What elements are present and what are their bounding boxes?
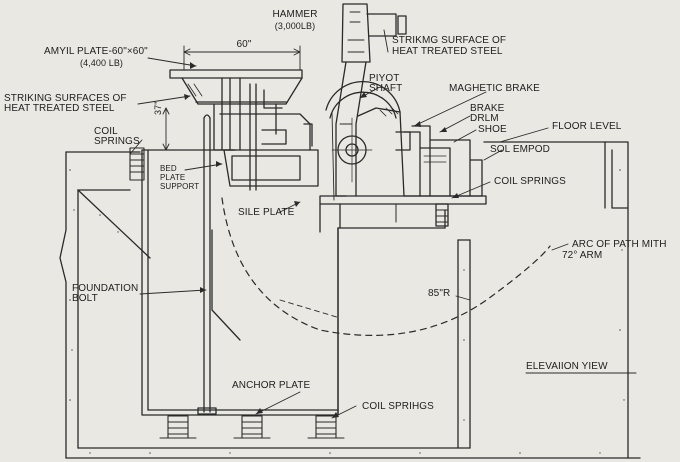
striking-surface-top-label-1: STRIKMG SURFACE OF (392, 35, 507, 46)
hammer-label: HAMMER (272, 9, 318, 20)
arc-path (221, 197, 551, 336)
dimension-37-label: 37" (153, 101, 163, 115)
pivot-shaft-label-2: SHAFT (369, 83, 403, 94)
arc-path-label-1: ARC OF PATH MITH (572, 239, 667, 250)
elevation-view-title: ELEVAIION YIEW (526, 361, 608, 372)
brake-drum-label-2: DRLM (470, 113, 499, 124)
dimension-60-label: 60" (236, 39, 252, 50)
hammer-assembly (331, 3, 407, 197)
coil-springs-right-label: COIL SPRINGS (494, 176, 566, 187)
brake-assembly (319, 80, 487, 233)
bed-plate-label-2: PLATE (160, 173, 186, 182)
leader-arrows (184, 62, 459, 418)
dimension-lines (129, 29, 569, 419)
coil-springs-left-label-2: SPRINGS (94, 136, 140, 147)
anvil-plate-label: AMYIL PLATE-60"×60" (44, 46, 148, 57)
foundation-pit (59, 141, 641, 459)
anchor-plate-label: ANCHOR PLATE (232, 380, 311, 391)
concrete-texture (69, 169, 625, 454)
left-coil-spring (129, 147, 145, 181)
foundation-bolt-label-1: FOUNDATION (72, 283, 139, 294)
coil-springs-bottom-label: COIL SPRIHGS (362, 401, 434, 412)
foundation-bolt (197, 114, 217, 415)
anvil-weight-label: (4,400 LB) (80, 58, 124, 68)
foundation-bolt-label-2: BOLT (72, 293, 98, 304)
sole-pod-label: SOL EMPOD (490, 144, 550, 155)
arc-path-label-2: 72° ARM (562, 250, 603, 261)
bed-plate-label-3: SUPPORT (160, 182, 200, 191)
anvil-assembly (169, 69, 319, 191)
hammer-weight-label: (3,000LB) (274, 21, 316, 31)
shoe-label: SHOE (478, 124, 507, 135)
sole-plate-label: SILE PLATE (238, 207, 295, 218)
bed-plate-label-1: BED (160, 164, 177, 173)
striking-surface-top-label-2: HEAT TREATED STEEL (392, 46, 503, 57)
striking-surface-left-label-2: HEAT TREATED STEEL (4, 103, 115, 114)
striking-surface-left-label-1: STRIKING SURFACES OF (4, 93, 127, 104)
brake-drum-label-1: BRAKE (470, 103, 505, 114)
pivot-shaft-label-1: PIYOT (369, 73, 400, 84)
floor-level-label: FLOOR LEVEL (552, 121, 622, 132)
radius-label: 85"R (428, 288, 451, 299)
bottom-spring-pads (159, 415, 345, 439)
magnetic-brake-label: MAGHETIC BRAKE (449, 83, 540, 94)
coil-springs-left-label-1: COIL (94, 126, 118, 137)
